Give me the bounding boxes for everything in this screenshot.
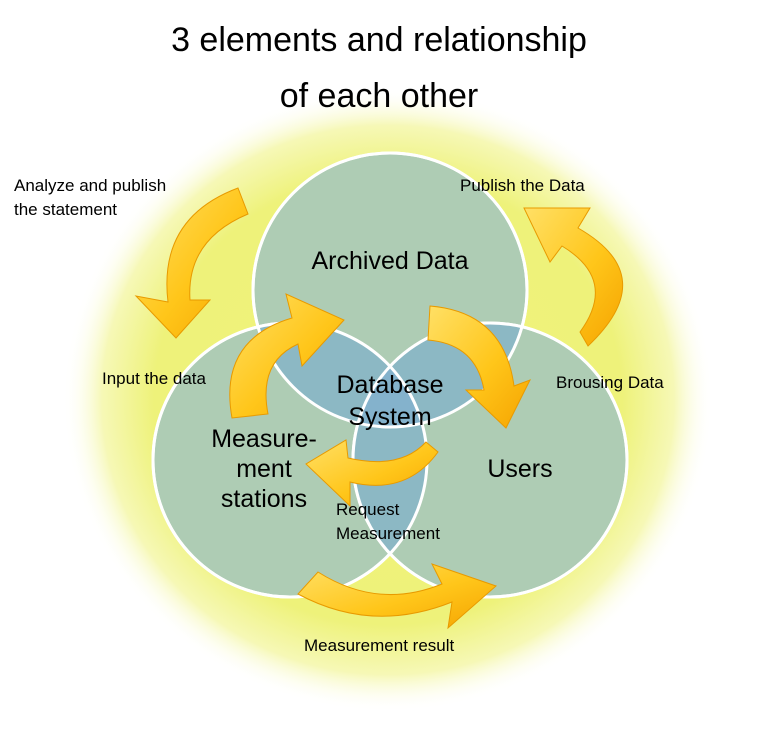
arrow-browsing-data <box>427 305 532 429</box>
label-analyze-line2: the statement <box>14 200 118 219</box>
circle-label-archived-data: Archived Data <box>311 247 469 275</box>
label-measurement-result: Measurement result <box>304 636 455 655</box>
label-analyze-line1: Analyze and publish <box>14 176 167 195</box>
diagram-title-line1: 3 elements and relationship <box>171 21 587 59</box>
overlap-archived-users <box>353 323 527 427</box>
circle-label-stations-line1: Measure- <box>211 425 317 453</box>
overlap-archived-stations <box>253 323 427 427</box>
label-request-line1: Request <box>336 500 400 519</box>
arrow-analyze-publish <box>134 187 249 339</box>
diagram-title-line2: of each other <box>279 77 479 115</box>
label-browsing-data: Brousing Data <box>556 373 664 392</box>
circle-label-database-line1: Database <box>336 371 444 399</box>
circle-label-database-line2: System <box>348 403 432 431</box>
label-publish-data: Publish the Data <box>460 176 585 195</box>
circle-label-users: Users <box>487 455 553 483</box>
arrow-publish-data <box>523 207 623 347</box>
arrow-input-data <box>229 293 345 419</box>
arrow-measurement-result <box>297 563 497 630</box>
arrow-request-measurement <box>305 439 439 508</box>
circle-label-stations-line2: ment <box>236 455 292 483</box>
label-request-line2: Measurement <box>336 524 440 543</box>
label-input-data: Input the data <box>102 369 206 388</box>
circle-label-stations-line3: stations <box>220 485 308 513</box>
